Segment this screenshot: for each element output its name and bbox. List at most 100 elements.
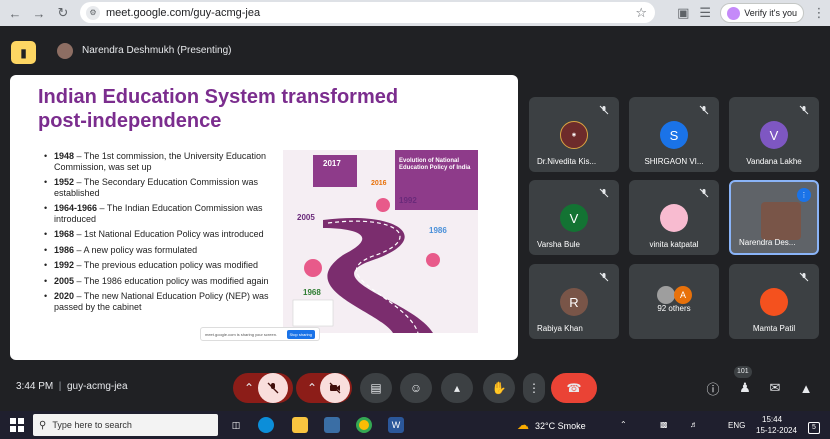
address-bar[interactable]: ⚙ meet.google.com/guy-acmg-jea ☆ [80, 2, 655, 23]
verify-label: Verify it's you [744, 8, 797, 18]
url-text: meet.google.com/guy-acmg-jea [106, 6, 261, 19]
participant-tile[interactable]: R Rabiya Khan [529, 264, 619, 339]
bullet-item: 1968 – 1st National Education Policy was… [44, 229, 269, 240]
profile-verify-button[interactable]: Verify it's you [720, 3, 804, 23]
bullet-year: 1964-1966 [54, 203, 98, 213]
word-icon[interactable]: W [388, 417, 404, 433]
mic-off-icon [799, 105, 809, 115]
participant-tile[interactable]: S SHIRGAON VI... [629, 97, 719, 172]
participant-tile[interactable]: V Varsha Bule [529, 180, 619, 255]
participant-tile-speaking[interactable]: ⋮ Narendra Des... [729, 180, 819, 255]
others-avatar-photo [657, 286, 675, 304]
presenter-label: Narendra Deshmukh (Presenting) [82, 45, 232, 56]
volume-icon[interactable]: ♬ [690, 420, 698, 429]
infographic-year: 1992 [399, 196, 417, 205]
participant-tile[interactable]: Mamta Patil [729, 264, 819, 339]
reading-list-icon[interactable]: ☰ [699, 5, 712, 20]
emoji-button[interactable]: ☺ [400, 373, 432, 403]
store-icon[interactable] [324, 417, 340, 433]
current-time: 3:44 PM [16, 381, 54, 392]
slide-title: Indian Education System transformed post… [38, 85, 418, 133]
speaking-indicator-icon: ⋮ [797, 188, 811, 202]
bullet-text: – The Indian Education Commission was in… [54, 203, 263, 224]
mic-toggle-button[interactable] [258, 373, 288, 403]
search-placeholder: Type here to search [52, 420, 132, 430]
meeting-code: guy-acmg-jea [66, 381, 128, 392]
participant-tile[interactable]: ◉ Dr.Nivedita Kis... [529, 97, 619, 172]
task-view-icon[interactable]: ◫ [231, 419, 241, 430]
profile-avatar [727, 6, 741, 20]
meeting-info: 3:44 PM | guy-acmg-jea [16, 381, 128, 392]
participant-name: Mamta Patil [752, 324, 796, 333]
presenter-avatar [57, 43, 73, 59]
leave-call-button[interactable]: ☎ [551, 373, 597, 403]
language-indicator[interactable]: ENG [728, 421, 746, 430]
back-icon[interactable]: ← [8, 5, 22, 21]
weather-text[interactable]: 32°C Smoke [535, 421, 586, 431]
browser-toolbar: ← → ↻ ⚙ meet.google.com/guy-acmg-jea ☆ ▣… [0, 0, 830, 26]
taskbar-search[interactable]: ⚲ Type here to search [33, 414, 218, 436]
participant-tile[interactable]: V Vandana Lakhe [729, 97, 819, 172]
shared-screen: Indian Education System transformed post… [10, 75, 518, 360]
mic-off-icon [699, 105, 709, 115]
windows-start-icon[interactable] [10, 418, 24, 432]
activities-icon[interactable]: ▲ [799, 380, 813, 396]
present-screen-button[interactable]: ▴ [441, 373, 473, 403]
bullet-item: 1948 – The 1st commission, the Universit… [44, 151, 269, 172]
participant-count-badge: 101 [734, 366, 752, 378]
captions-button[interactable]: ▤ [360, 373, 392, 403]
chrome-icon[interactable] [356, 417, 372, 433]
stop-sharing-button[interactable]: Stop sharing [286, 330, 315, 339]
others-tile[interactable]: A 92 others [629, 264, 719, 339]
bullet-text: – The Secondary Education Commission was… [54, 177, 258, 198]
participant-tile[interactable]: vinita katpatal [629, 180, 719, 255]
mic-off-icon [699, 188, 709, 198]
notification-count[interactable]: 5 [808, 422, 820, 434]
camera-toggle-button[interactable] [320, 373, 350, 403]
participant-avatar: S [660, 121, 688, 149]
forward-icon[interactable]: → [32, 5, 46, 21]
bullet-item: 2020 – The new National Education Policy… [44, 291, 269, 312]
bullet-item: 1986 – A new policy was formulated [44, 245, 269, 256]
people-icon[interactable]: ♟ [739, 380, 751, 395]
bullet-item: 1992 – The previous education policy was… [44, 260, 269, 271]
participant-video [761, 202, 801, 240]
meeting-details-icon[interactable]: ⓘ [706, 381, 720, 397]
file-explorer-icon[interactable] [292, 417, 308, 433]
bullet-item: 1952 – The Secondary Education Commissio… [44, 177, 269, 198]
share-notice-text: meet.google.com is sharing your screen. [205, 331, 278, 337]
raise-hand-button[interactable]: ✋ [483, 373, 515, 403]
chat-icon[interactable]: ✉ [769, 380, 781, 395]
presentation-icon[interactable]: ▮ [11, 41, 36, 64]
participant-name: Varsha Bule [537, 240, 580, 249]
bullet-text: – A new policy was formulated [74, 244, 198, 255]
participant-avatar: V [760, 121, 788, 149]
clock-date[interactable]: 15-12-2024 [756, 426, 797, 435]
network-icon[interactable]: ▩ [660, 420, 668, 429]
site-info-icon[interactable]: ⚙ [86, 5, 100, 20]
bullet-item: 2005 – The 1986 education policy was mod… [44, 276, 269, 287]
menu-dots-icon[interactable]: ⋮ [812, 5, 826, 20]
infographic-year: 2016 [371, 180, 387, 187]
reload-icon[interactable]: ↻ [57, 5, 69, 20]
audio-options-button[interactable]: ⌃ [243, 381, 255, 395]
participant-name: Rabiya Khan [537, 324, 583, 333]
infographic-heading: Evolution of National Education Policy o… [399, 158, 471, 171]
extensions-icon[interactable]: ▣ [677, 5, 690, 20]
bullet-text: – The 1st commission, the University Edu… [54, 151, 266, 172]
clock-time[interactable]: 15:44 [762, 415, 783, 424]
bullet-year: 1986 [54, 244, 75, 255]
more-options-button[interactable]: ⋮ [523, 373, 545, 403]
video-options-button[interactable]: ⌃ [306, 381, 318, 395]
screen-share-notice: meet.google.com is sharing your screen. … [200, 327, 320, 341]
bullet-year: 1992 [54, 260, 75, 270]
participant-name: Vandana Lakhe [746, 157, 802, 166]
tray-overflow-icon[interactable]: ⌃ [620, 420, 627, 429]
infographic-graphic [283, 150, 478, 334]
search-icon: ⚲ [39, 419, 47, 431]
bullet-year: 2005 [54, 275, 75, 286]
edge-browser-icon[interactable] [258, 417, 274, 433]
participant-avatar [760, 288, 788, 316]
windows-taskbar: ⚲ Type here to search ◫ W ☁ 32°C Smoke ⌃… [0, 411, 830, 439]
bookmark-star-icon[interactable]: ☆ [635, 5, 647, 20]
